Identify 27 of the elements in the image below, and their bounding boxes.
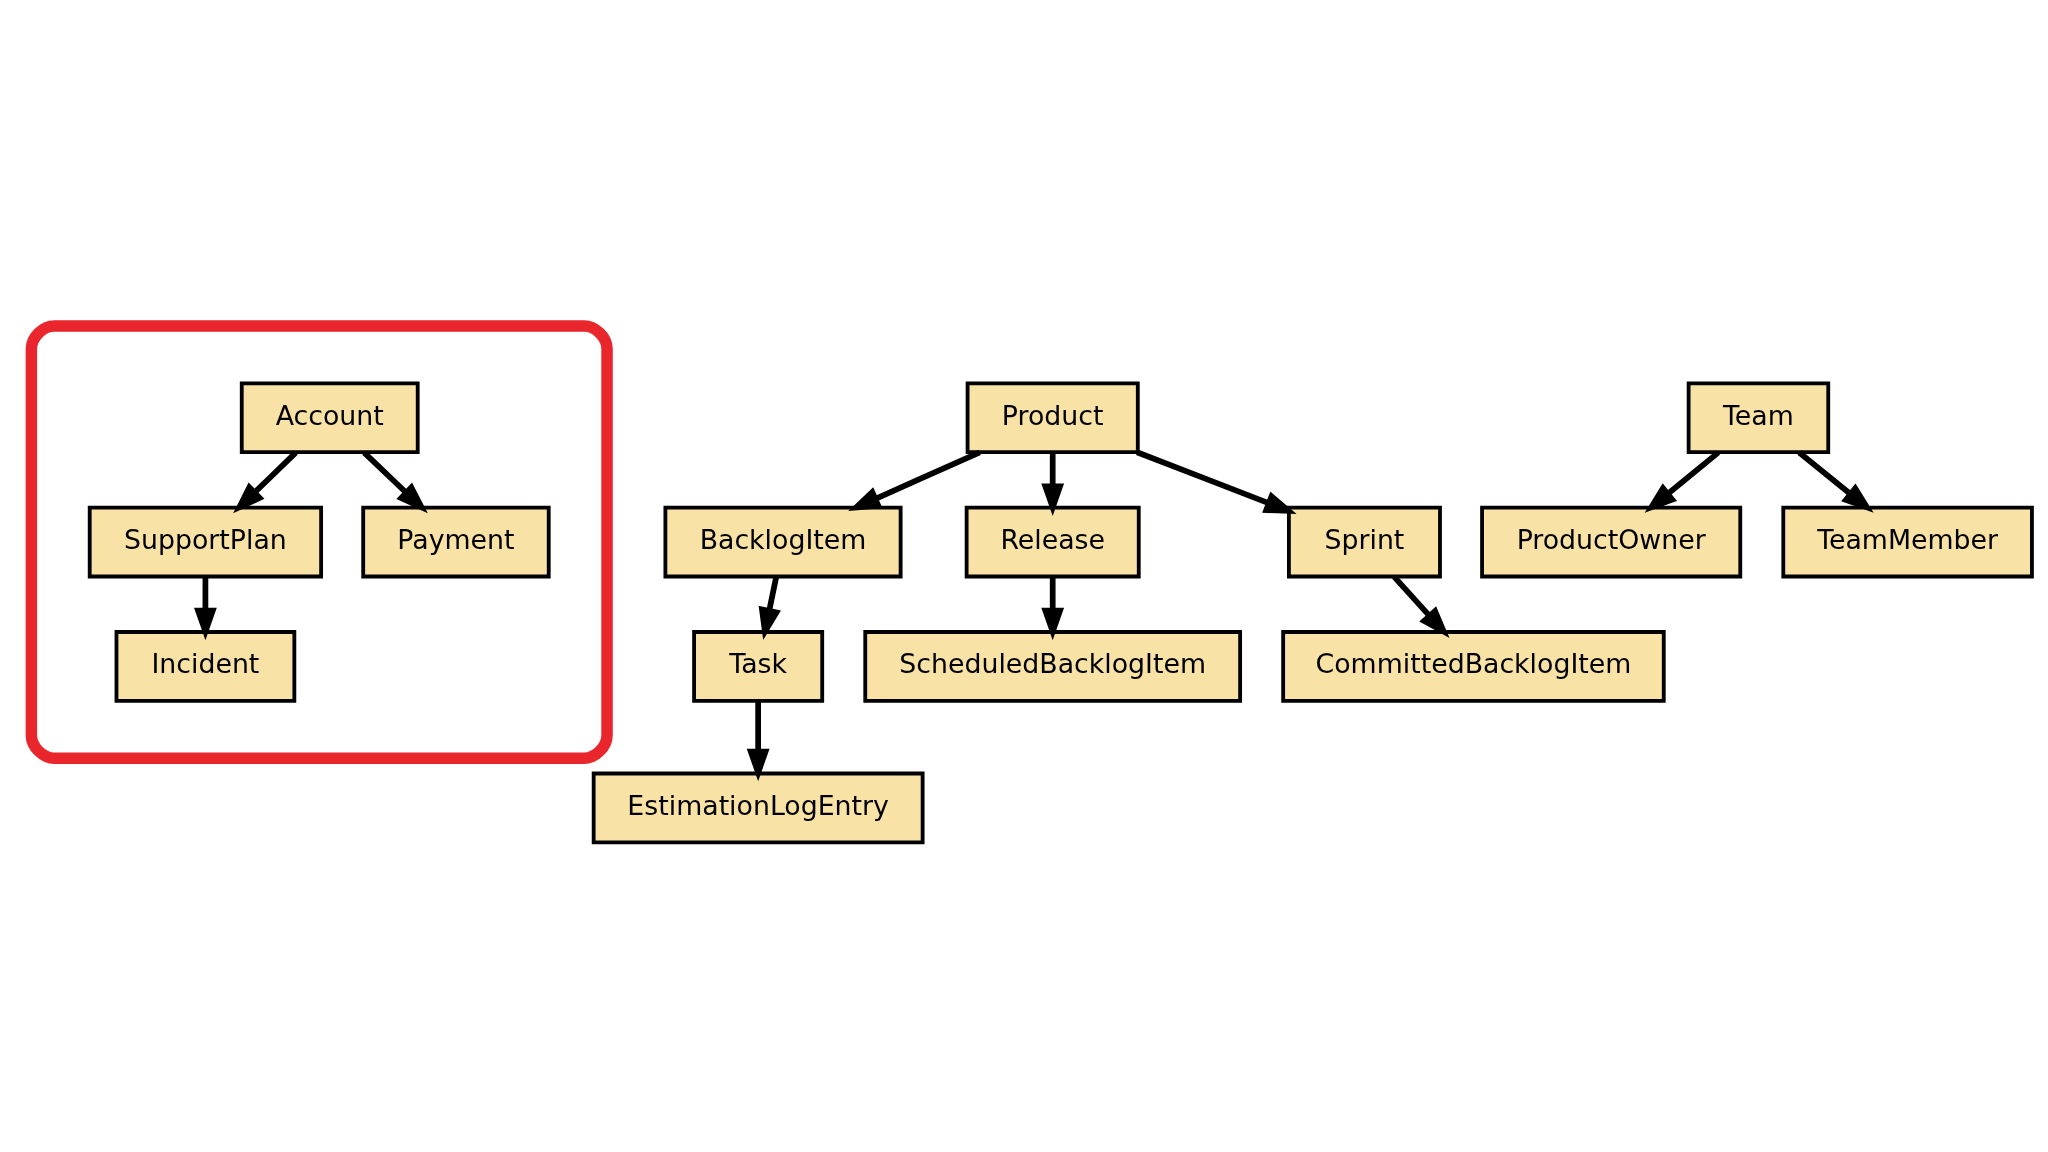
node-box: BacklogItem (663, 505, 903, 578)
node-box: TeamMember (1781, 505, 2034, 578)
arrow (1644, 449, 1720, 513)
node-box: EstimationLogEntry (591, 771, 925, 844)
node-box: Release (964, 505, 1141, 578)
node-box: ProductOwner (1480, 505, 1743, 578)
node-box: Product (965, 380, 1140, 454)
arrow (1136, 449, 1297, 514)
node-box: Account (239, 380, 420, 454)
arrow (746, 700, 770, 781)
arrow (1041, 452, 1065, 516)
arrow (758, 575, 781, 640)
node-box: ScheduledBacklogItem (863, 629, 1243, 703)
arrow (848, 449, 981, 511)
node-box: Incident (114, 629, 297, 703)
arrow (1797, 449, 1874, 513)
node-box: CommittedBacklogItem (1281, 629, 1666, 703)
arrow (194, 576, 217, 640)
arrow (233, 450, 298, 513)
node-box: Team (1686, 380, 1831, 454)
node-box: Sprint (1286, 505, 1442, 578)
arrow (362, 450, 428, 513)
node-box: SupportPlan (87, 505, 324, 578)
node-box: Task (692, 629, 825, 703)
cluster (25, 319, 613, 764)
node-box: Payment (361, 505, 551, 578)
arrow (1041, 576, 1065, 640)
